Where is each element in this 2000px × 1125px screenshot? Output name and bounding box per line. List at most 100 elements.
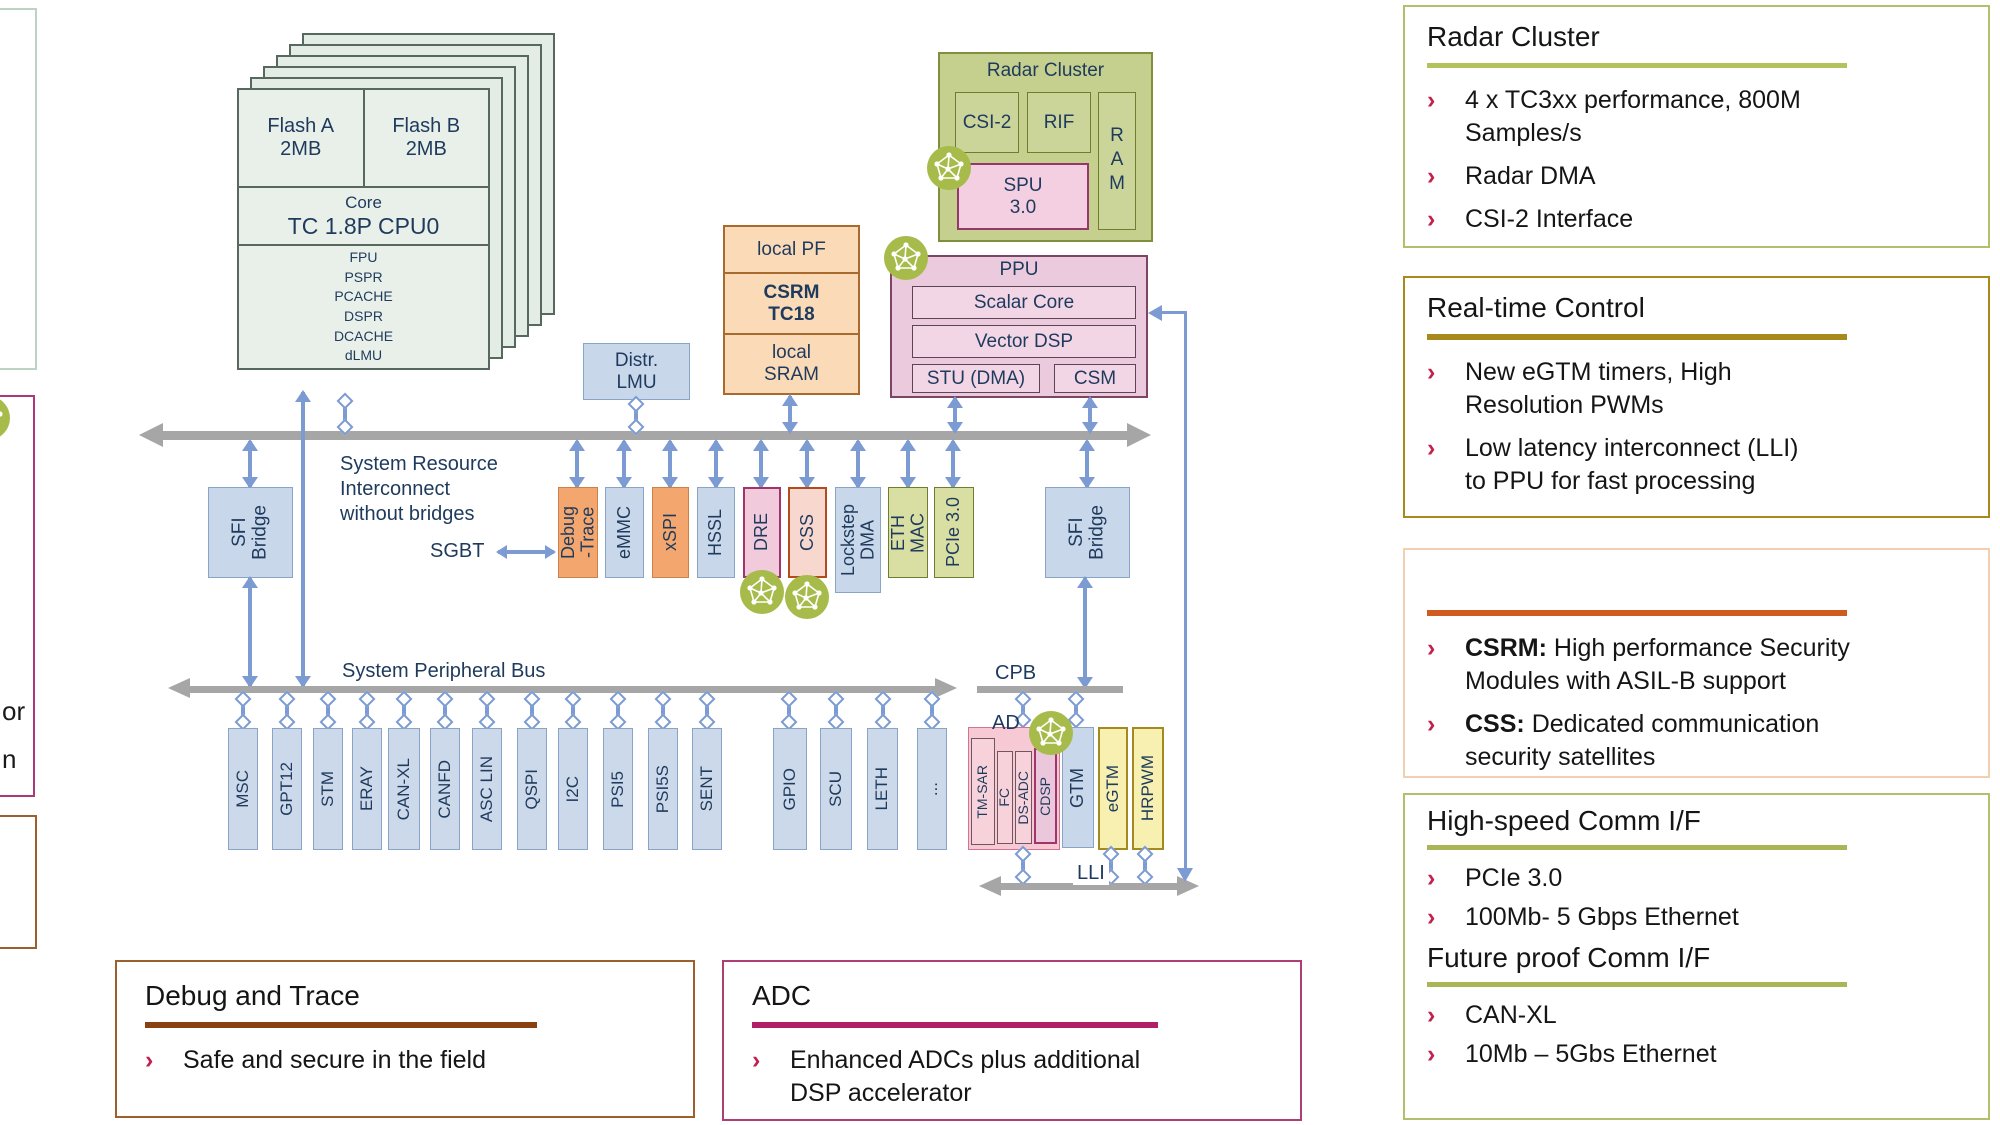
lli-feedback-arrowhead — [1177, 868, 1193, 882]
cpb-connector — [1069, 694, 1083, 725]
debug-trace-label: Debug -Trace — [557, 505, 597, 560]
distr-lmu-box: Distr. LMU — [583, 343, 690, 400]
debug-trace-box: Debug -Trace — [558, 487, 598, 578]
cropped-text-fragment: or — [2, 696, 26, 726]
bullet-item: ›Safe and secure in the field — [145, 1044, 665, 1077]
peripheral-box-asclin: ASC LIN — [472, 728, 502, 850]
peripheral-box-gpio: GPIO — [773, 728, 807, 850]
scalar-core-box: Scalar Core — [912, 286, 1136, 319]
dre-box: DRE — [743, 487, 781, 578]
emmc-label: eMMC — [613, 506, 634, 559]
peripheral-connector — [360, 694, 374, 727]
peripheral-connector — [566, 694, 580, 727]
peripheral-box-canfd: CANFD — [430, 728, 460, 850]
ram-label: RAM — [1106, 125, 1128, 197]
module-sri-connector — [799, 439, 815, 489]
peripheral-label: PSI5S — [652, 764, 672, 814]
peripheral-connector — [700, 694, 714, 727]
bullet-marker: › — [1427, 710, 1436, 738]
module-sri-connector — [708, 439, 724, 489]
panel-title-rule — [1427, 845, 1847, 850]
flash-a-box: Flash A 2MB — [239, 90, 365, 186]
cpu-features-list: FPU PSPR PCACHE DSPR DCACHE dLMU — [239, 244, 488, 368]
bullet-item: ›10Mb – 5Gbs Ethernet — [1427, 1038, 1966, 1071]
distr-lmu-label: Distr. LMU — [614, 349, 659, 393]
cpu-core-block: Flash A 2MB Flash B 2MB Core TC 1.8P CPU… — [237, 88, 490, 370]
peripheral-label: I2C — [562, 775, 582, 803]
peripheral-box-stm: STM — [313, 728, 343, 850]
bullet-text: Enhanced ADCs plus additional DSP accele… — [790, 1046, 1141, 1107]
css-label: CSS — [796, 513, 817, 551]
cdsp-box: CDSP — [1034, 748, 1057, 844]
peripheral-connector — [876, 694, 890, 727]
local-pf-box: local PF — [757, 238, 826, 260]
bullet-text: 10Mb – 5Gbs Ethernet — [1465, 1040, 1717, 1068]
sram-sri-connector — [782, 394, 798, 434]
radar-cluster-block-title: Radar Cluster — [986, 60, 1105, 81]
ds-adc-label: DS-ADC — [1014, 770, 1031, 825]
core-name: TC 1.8P CPU0 — [287, 212, 440, 239]
rif-label: RIF — [1043, 111, 1075, 133]
sri-bus-right-arrowhead — [1127, 423, 1151, 447]
hrpwm-label: HRPWM — [1137, 755, 1157, 822]
xspi-label: xSPI — [659, 513, 680, 552]
csm-sri-connector — [1082, 396, 1098, 434]
emmc-box: eMMC — [605, 487, 644, 578]
sfi-bridge-left-box: SFI Bridge — [208, 487, 293, 578]
left-cropped-panel-middle — [0, 395, 35, 797]
panel-title: Debug and Trace — [145, 980, 360, 1011]
stu-dma-box: STU (DMA) — [912, 364, 1040, 393]
module-sri-connector — [850, 439, 866, 489]
ds-adc-box: DS-ADC — [1015, 751, 1032, 844]
flash-b-box: Flash B 2MB — [392, 115, 461, 160]
peripheral-label: MSC — [232, 770, 252, 808]
peripheral-box-psi5: PSI5 — [603, 728, 633, 850]
cpu-sri-connector — [338, 396, 352, 432]
sri-bus-label: System Resource Interconnect without bri… — [340, 453, 498, 525]
module-sri-connector — [616, 439, 632, 489]
bullet-marker: › — [1427, 86, 1436, 114]
peripheral-connector — [480, 694, 494, 727]
lli-connector — [1016, 849, 1030, 882]
peripheral-bus — [190, 686, 936, 693]
lockstep-dma-box: Lockstep DMA — [835, 487, 881, 593]
bullet-marker: › — [1427, 358, 1436, 386]
bullet-text: CSS: Dedicated communication security sa… — [1465, 708, 1819, 774]
peripheral-box-i2c: I2C — [558, 728, 588, 850]
core-label: Core — [345, 192, 382, 212]
bullet-marker: › — [752, 1046, 761, 1074]
peripheral-box-leth: LETH — [867, 728, 898, 850]
bullet-bold-prefix: CSS: — [1465, 710, 1525, 738]
bullet-marker: › — [1427, 903, 1436, 931]
left-cropped-panel-bottom — [0, 815, 37, 949]
bullet-marker: › — [1427, 162, 1436, 190]
bullet-text: 4 x TC3xx performance, 800M Samples/s — [1465, 86, 1801, 147]
rif-box: RIF — [1027, 92, 1091, 153]
bullet-marker: › — [1427, 864, 1436, 892]
bullet-text: New eGTM timers, High Resolution PWMs — [1465, 358, 1732, 419]
peripheral-label: CANFD — [434, 759, 454, 819]
panel-title-rule — [1427, 610, 1847, 616]
tm-sar-box: TM-SAR — [971, 738, 995, 845]
bullet-item: ›Low latency interconnect (LLI) to PPU f… — [1427, 432, 1966, 498]
peripheral-label: SENT — [696, 766, 716, 812]
bullet-item: › CSS: Dedicated communication security s… — [1427, 708, 1966, 774]
panel-title-rule — [1427, 63, 1847, 68]
panel-title-rule — [752, 1022, 1158, 1028]
lmu-sri-connector — [629, 399, 643, 432]
mesh-network-icon — [926, 145, 972, 191]
bullet-item: ›CAN-XL — [1427, 999, 1966, 1032]
bullet-text: CSRM: High performance Security Modules … — [1465, 632, 1850, 698]
cropped-text-fragment: n — [2, 744, 17, 774]
csm-box: CSM — [1054, 364, 1136, 393]
peripheral-connector — [525, 694, 539, 727]
eth-mac-label: ETH MAC — [887, 512, 927, 553]
panel-title-rule — [145, 1022, 537, 1028]
bullet-text: Safe and secure in the field — [183, 1046, 486, 1074]
panel-security: › CSRM: High performance Security Modules… — [1403, 548, 1990, 778]
panel-title: ADC — [752, 980, 812, 1011]
peripheral-label: ASC LIN — [476, 755, 496, 823]
gtm-label: GTM — [1067, 767, 1088, 808]
panel-adc: ADC › Enhanced ADCs plus additional DSP a… — [722, 960, 1302, 1121]
ppu-feedback-arrowhead — [1148, 305, 1162, 321]
